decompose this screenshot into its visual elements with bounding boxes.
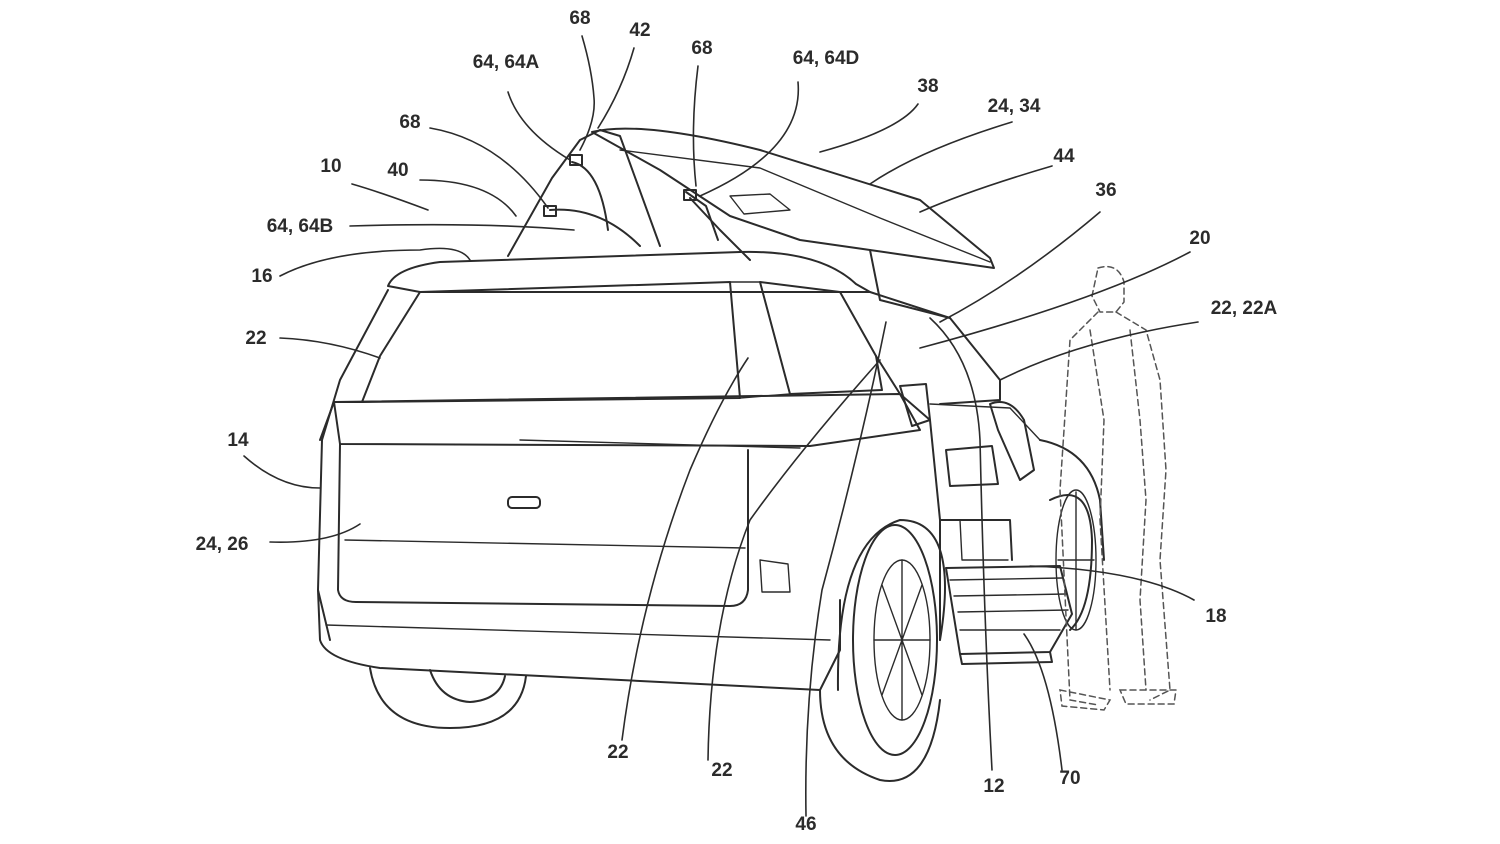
ref-label-12: 12 [983, 776, 1004, 797]
ref-label-70: 70 [1059, 768, 1080, 789]
ref-label-68-left: 68 [399, 112, 420, 133]
ref-label-46: 46 [795, 814, 816, 835]
ref-label-42: 42 [629, 20, 650, 41]
ref-label-20: 20 [1189, 228, 1210, 249]
ref-label-22-left: 22 [245, 328, 266, 349]
vehicle-body [317, 250, 999, 691]
ref-label-14: 14 [227, 430, 249, 451]
ref-label-24-26: 24, 26 [196, 534, 249, 555]
leader-lines [243, 35, 1199, 817]
ref-label-44: 44 [1053, 146, 1075, 167]
ref-label-22-22a: 22, 22A [1211, 298, 1278, 319]
ref-label-38: 38 [917, 76, 938, 97]
dashed-person-figure [1059, 265, 1177, 711]
ref-label-10: 10 [320, 156, 341, 177]
ref-label-22-middle: 22 [711, 760, 732, 781]
ref-label-24-34: 24, 34 [988, 96, 1041, 117]
ref-label-40: 40 [387, 160, 408, 181]
reference-numerals: 10 40 68 64, 64B 16 64, 64A 68 42 68 64,… [196, 8, 1278, 835]
ref-label-68-right: 68 [691, 38, 712, 59]
ref-label-18: 18 [1205, 606, 1226, 627]
running-board [945, 565, 1073, 665]
ref-label-16: 16 [251, 266, 272, 287]
ref-label-68-top: 68 [569, 8, 590, 29]
ref-label-64-64d: 64, 64D [793, 48, 860, 69]
ref-label-22-bottom: 22 [607, 742, 628, 763]
ref-label-64-64b: 64, 64B [267, 216, 334, 237]
roof-liftgate-assembly [507, 127, 995, 319]
rear-wheels [369, 519, 946, 782]
ref-label-36: 36 [1095, 180, 1116, 201]
ref-label-64-64a: 64, 64A [473, 52, 540, 73]
